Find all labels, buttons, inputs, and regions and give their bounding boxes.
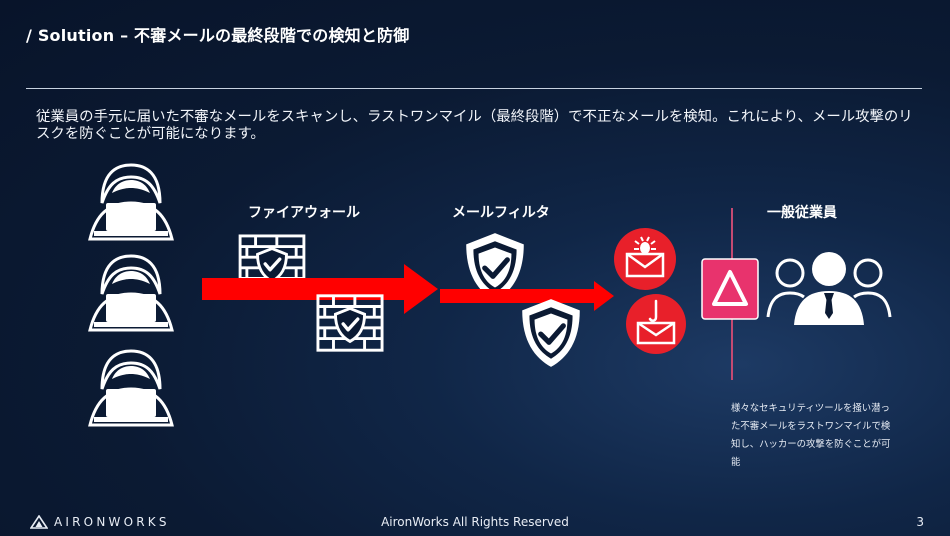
- red-flow-arrow: [440, 281, 614, 311]
- title-divider: [26, 88, 922, 89]
- footer-logo: AIRONWORKS: [30, 515, 170, 529]
- page-number: 3: [916, 515, 924, 529]
- note-text: 様々なセキュリティツールを掻い潜った不審メールをラストワンマイルで検知し、ハッカ…: [731, 403, 891, 468]
- hacker-icon: [76, 254, 186, 332]
- footer-copyright: AironWorks All Rights Reserved: [381, 515, 569, 529]
- footer-logo-text: AIRONWORKS: [54, 515, 170, 529]
- aironworks-logo-icon: [701, 258, 759, 320]
- mail-filter-label: メールフィルタ: [452, 205, 550, 221]
- red-flow-arrow: [202, 264, 438, 314]
- shield-check-icon: [518, 296, 584, 370]
- description-text: 従業員の手元に届いた不審なメールをスキャンし、ラストワンマイル（最終段階）で不正…: [36, 109, 913, 142]
- bug-mail-icon: [614, 228, 676, 290]
- firewall-label: ファイアウォール: [248, 205, 360, 221]
- aironworks-mark-icon: [30, 515, 48, 529]
- hacker-icon: [76, 163, 186, 241]
- brick-shield-icon: [316, 290, 384, 356]
- hook-mail-icon: [626, 294, 686, 354]
- hacker-icon: [76, 349, 186, 427]
- employee-label: 一般従業員: [767, 205, 837, 221]
- employee-group-icon: [764, 247, 894, 327]
- page-title: / Solution – 不審メールの最終段階での検知と防御: [26, 26, 410, 45]
